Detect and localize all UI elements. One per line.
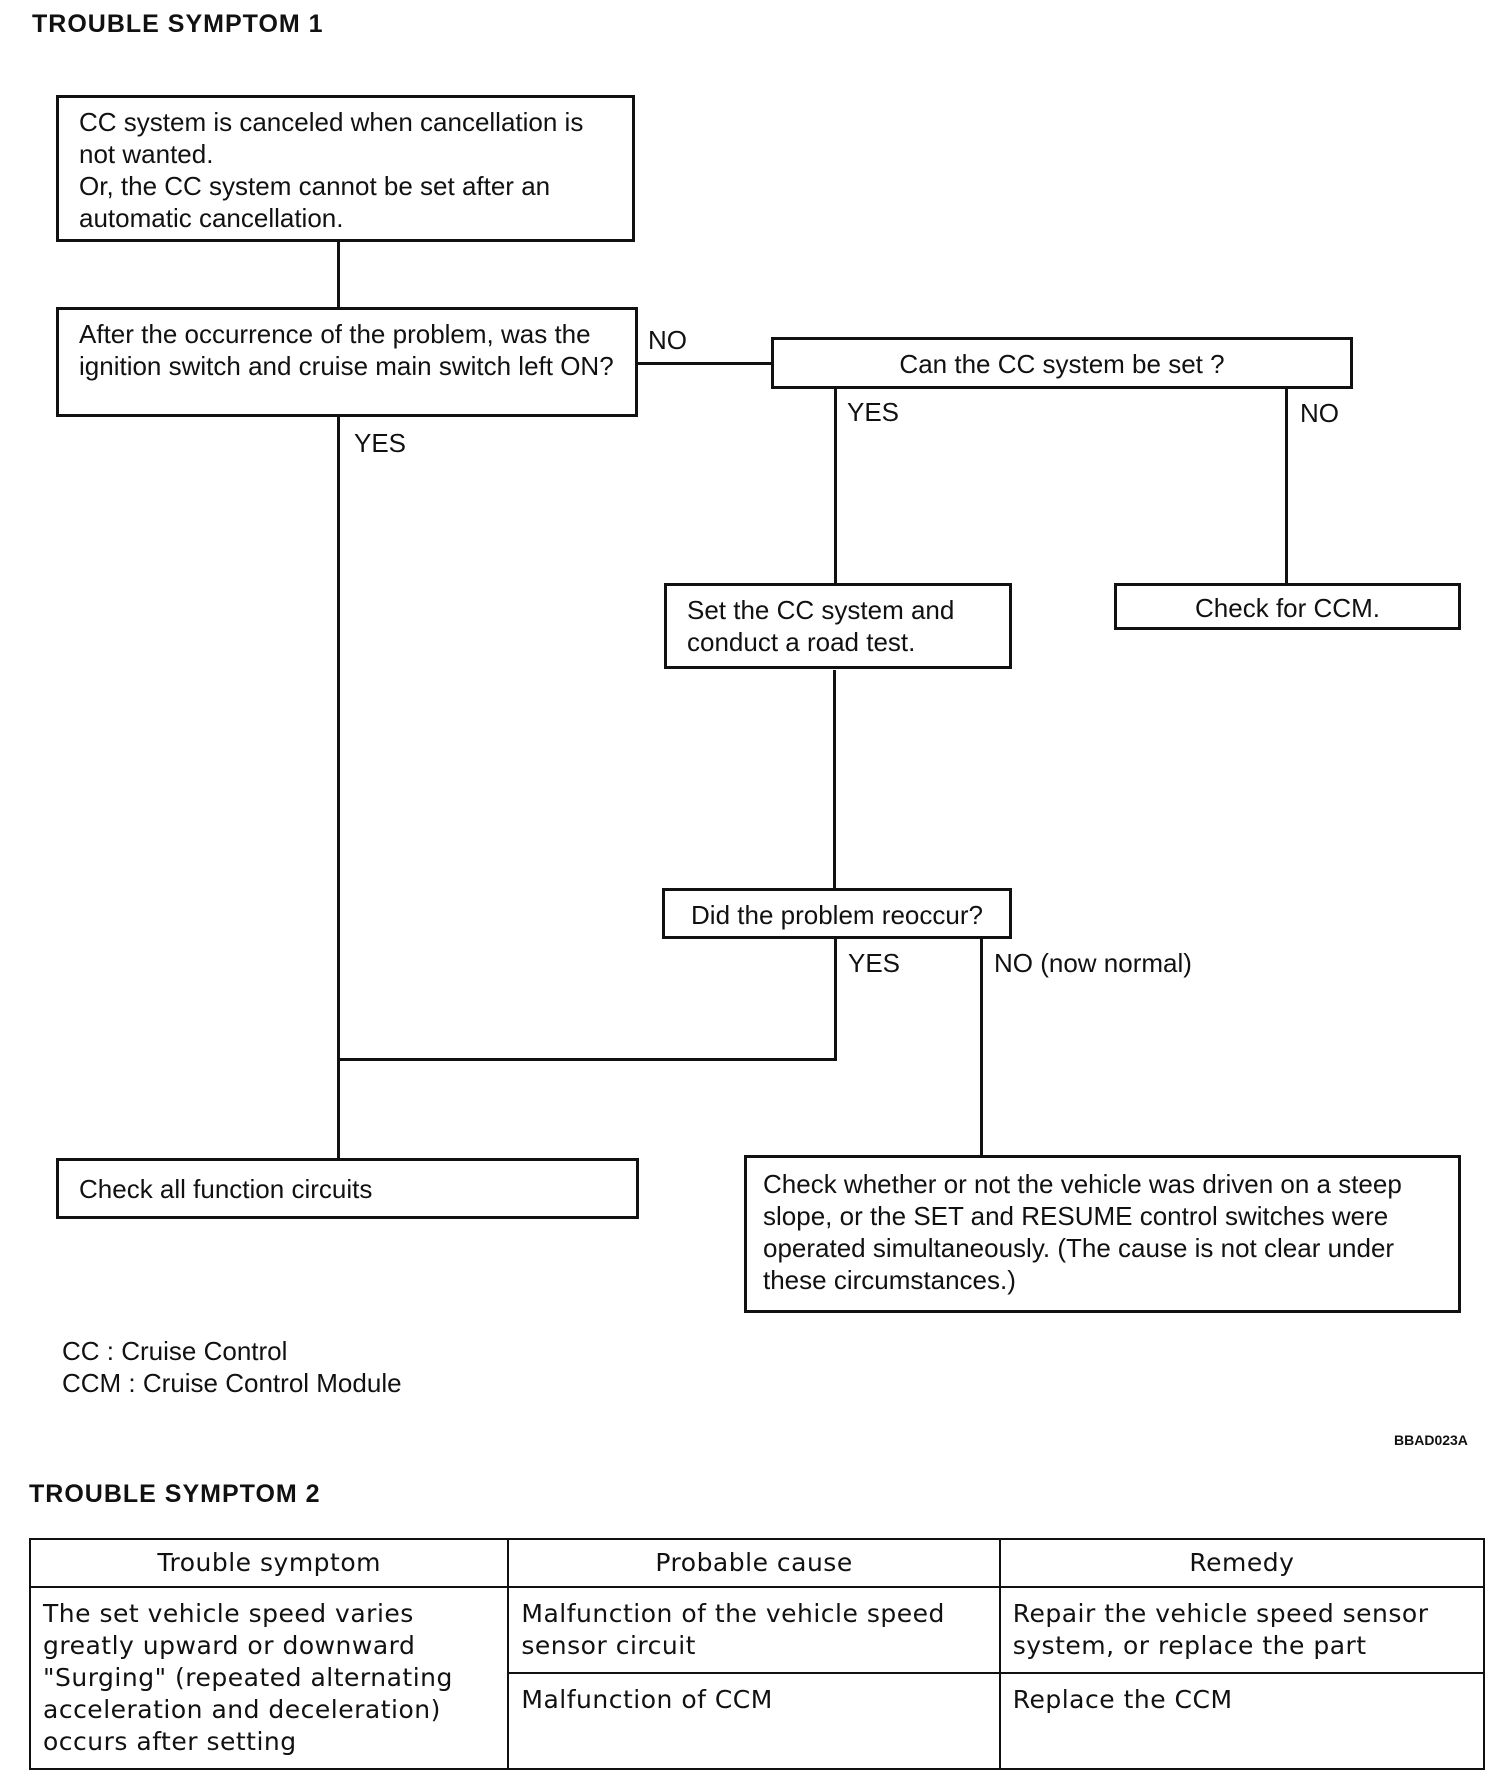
column-header-probable-cause: Probable cause — [507, 1538, 1001, 1588]
connector-road-test-to-reoccur — [833, 670, 836, 890]
table-header-row: Trouble symptom Probable cause Remedy — [28, 1538, 1486, 1588]
check-ccm-box: Check for CCM. — [1114, 583, 1461, 630]
cause-cell: Malfunction of the vehicle speed sensor … — [507, 1586, 1001, 1674]
start-symptom-box: CC system is canceled when cancellation … — [56, 95, 635, 242]
table-row: The set vehicle speed varies greatly upw… — [28, 1586, 1486, 1770]
can-set-yes-label: YES — [847, 397, 900, 427]
figure-code: BBAD023A — [1394, 1432, 1468, 1448]
switch-no-label: NO — [648, 325, 687, 355]
table-row: Malfunction of CCM Replace the CCM — [30, 1672, 1486, 1770]
column-header-remedy: Remedy — [998, 1538, 1486, 1588]
column-header-trouble-symptom: Trouble symptom — [28, 1538, 510, 1588]
trouble-symptom-1-heading: TROUBLE SYMPTOM 1 — [32, 10, 324, 38]
reoccur-question-box: Did the problem reoccur? — [662, 888, 1012, 939]
can-set-no-label: NO — [1300, 398, 1339, 428]
trouble-symptom-2-heading: TROUBLE SYMPTOM 2 — [29, 1480, 321, 1508]
trouble-symptom-2-table: Trouble symptom Probable cause Remedy Th… — [28, 1538, 1486, 1770]
connector-switch-no-to-can-set — [637, 362, 774, 365]
connector-reoccur-no-to-slope — [980, 938, 983, 1155]
road-test-box: Set the CC system and conduct a road tes… — [664, 583, 1012, 669]
switch-yes-label: YES — [354, 428, 407, 458]
legend-cc: CC : Cruise Control — [62, 1336, 288, 1366]
connector-start-to-switch — [337, 242, 340, 308]
remedy-cell: Replace the CCM — [998, 1672, 1486, 1770]
ignition-question-box: After the occurrence of the problem, was… — [56, 307, 638, 417]
reoccur-no-label: NO (now normal) — [994, 948, 1192, 978]
check-slope-box: Check whether or not the vehicle was dri… — [744, 1155, 1461, 1313]
check-circuits-box: Check all function circuits — [56, 1158, 639, 1219]
reoccur-yes-label: YES — [848, 948, 901, 978]
connector-can-set-yes-to-road-test — [834, 387, 837, 586]
can-set-question-box: Can the CC system be set ? — [771, 337, 1353, 389]
cause-cell: Malfunction of CCM — [507, 1672, 1001, 1770]
connector-reoccur-yes-join — [337, 1058, 837, 1061]
connector-switch-yes-to-circuits — [337, 416, 340, 1160]
legend-ccm: CCM : Cruise Control Module — [62, 1368, 402, 1398]
symptom-cell: The set vehicle speed varies greatly upw… — [28, 1586, 510, 1770]
remedy-cell: Repair the vehicle speed sensor system, … — [998, 1586, 1486, 1674]
connector-can-set-no-to-ccm — [1285, 387, 1288, 586]
connector-reoccur-yes-down — [834, 938, 837, 1061]
